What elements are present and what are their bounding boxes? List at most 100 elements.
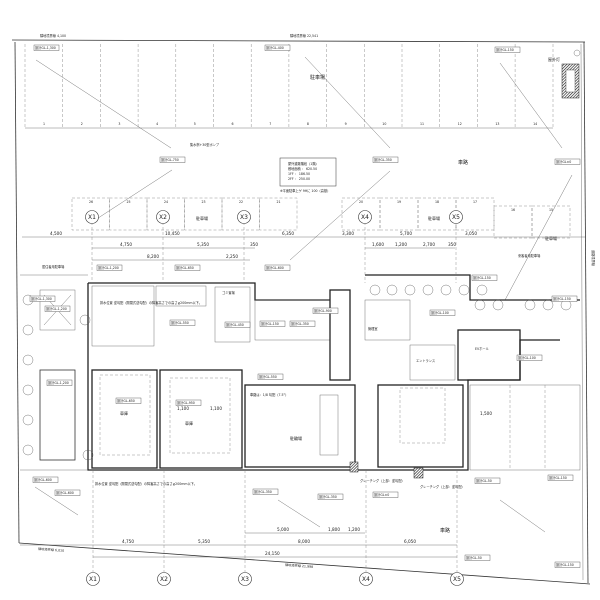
gl-tag-text: 設計GL-350 <box>319 494 337 499</box>
dim-text: 1,800 <box>328 527 340 532</box>
gl-tag-text: 設計GL-900 <box>314 308 332 313</box>
gl-tag-text: 設計GL-100 <box>431 310 449 315</box>
gl-tag-box <box>317 493 344 500</box>
dim-text: 5,000 <box>277 527 289 532</box>
gl-tag: 設計GL-650 <box>115 397 142 404</box>
pit-box <box>39 369 76 461</box>
garage-mid-room <box>159 369 243 469</box>
dim-text: 350 <box>448 242 456 247</box>
dim-text: 5,350 <box>198 539 210 544</box>
tree-icon <box>22 354 34 366</box>
gl-tag: 設計GL-350 <box>372 156 399 163</box>
grid-bubble <box>237 210 251 224</box>
gl-tag: 設計GL-600 <box>32 476 59 483</box>
cubicle-box <box>39 289 76 331</box>
tree-icon <box>542 299 554 311</box>
grating-note-2: グレーチング（上部：逆勾配） <box>420 484 465 489</box>
gl-tag-box <box>44 305 71 312</box>
garage-left-room <box>91 369 158 469</box>
dim-text: 1,500 <box>480 411 492 416</box>
boundary-bottom <box>18 542 591 585</box>
gl-tag: 設計GL-950 <box>175 399 202 406</box>
stall-number: 17 <box>473 200 477 204</box>
gl-tag: 設計GL-600 <box>54 489 81 496</box>
boundary-label-top-center: 隣地境界線 22,541 <box>290 33 318 38</box>
ev-hall-label: EVホール <box>475 346 490 351</box>
tree-icon <box>82 449 94 461</box>
gl-tag-box <box>429 309 456 316</box>
gl-tag-text: 設計GL-600 <box>266 265 284 270</box>
gl-tag-text: 設計GL-950 <box>177 400 195 405</box>
slope-arrow <box>91 169 173 223</box>
parking-right-area <box>469 384 581 471</box>
gl-tag-text: 設計GL-350 <box>254 489 272 494</box>
info-box-line: 1FF ： 186.50 <box>288 172 310 176</box>
dim-text: 24,150 <box>265 551 280 556</box>
dim-text: 8,200 <box>147 254 159 259</box>
planting-area <box>254 299 331 341</box>
grid-label: X5 <box>452 214 460 221</box>
boundary-label-right: 道路境界線 <box>591 250 596 267</box>
garage-right-room <box>377 384 464 468</box>
stall <box>221 197 260 231</box>
stall-number: 15 <box>549 208 553 212</box>
gl-tag: 設計GL-550 <box>169 319 196 326</box>
bicycle-storage-area <box>91 285 155 347</box>
garage-left-label: 車庫 <box>120 410 128 416</box>
stall-number: 14 <box>533 122 537 126</box>
tree-icon <box>22 384 34 396</box>
stall-number: 19 <box>397 200 401 204</box>
roadway-label-bottom: 車路 <box>440 527 450 534</box>
garage-mid-label: 車庫 <box>185 420 193 426</box>
grid-label: X4 <box>361 214 369 221</box>
gl-tag: 設計GL-1,200 <box>46 379 73 386</box>
gl-tag: 設計GL-900 <box>312 307 339 314</box>
gl-tag: 設計GL-350 <box>317 493 344 500</box>
entrance-room <box>409 344 456 381</box>
stall-number: 25 <box>127 200 131 204</box>
gl-tag-box <box>516 354 543 361</box>
tree-icon <box>458 284 470 296</box>
trees <box>22 284 572 461</box>
gl-tag: 設計GL-550 <box>257 373 284 380</box>
site-boundary <box>11 39 591 585</box>
dim-text: 3,300 <box>342 231 354 236</box>
boundary-label-bottom-left: 隣地境界線 6,010 <box>38 546 64 553</box>
parking-label-right: 駐車場 <box>428 215 440 221</box>
gl-tag-text: 設計GL-350 <box>291 321 309 326</box>
grid-bubble <box>157 572 171 586</box>
gl-tag-box <box>471 274 498 281</box>
stall-number: 6 <box>232 122 234 126</box>
slope-arrow <box>499 499 546 533</box>
pump-label: 集水桝+30型ポンプ <box>190 142 220 147</box>
dim-text: 5,700 <box>400 231 412 236</box>
gl-tag-box <box>312 307 339 314</box>
dim-text: 5,350 <box>197 242 209 247</box>
stall-number: 21 <box>277 200 281 204</box>
grid-bubble <box>238 572 252 586</box>
gl-tag: 設計GL-150 <box>259 320 286 327</box>
gl-tag-box <box>372 156 399 163</box>
gl-tag-text: 設計GL-550 <box>259 374 277 379</box>
gl-tag-text: 設計GL-400 <box>266 45 284 50</box>
stall-number: 12 <box>458 122 462 126</box>
stall <box>109 197 148 231</box>
gl-tag: 設計GL-1,200 <box>96 264 123 271</box>
grid-label: X1 <box>88 214 96 221</box>
gl-tag-text: 設計GL-150 <box>496 47 514 52</box>
stall-number: 26 <box>89 200 93 204</box>
trash-room <box>214 286 251 343</box>
slope-arrow <box>34 486 79 516</box>
dim-text: 1,600 <box>372 242 384 247</box>
storage-room <box>155 285 207 307</box>
dim-text: 3,050 <box>465 231 477 236</box>
dim-text: 1,200 <box>348 527 360 532</box>
gl-tag-box <box>159 156 186 163</box>
gl-tag-box <box>257 373 284 380</box>
gl-tag-text: 設計GL-150 <box>556 562 574 567</box>
dim-text: 8,000 <box>298 539 310 544</box>
gl-tag: 設計GL-50 <box>474 477 501 484</box>
grid-label: X1 <box>89 576 97 583</box>
gl-tag: 設計GL-650 <box>174 264 201 271</box>
